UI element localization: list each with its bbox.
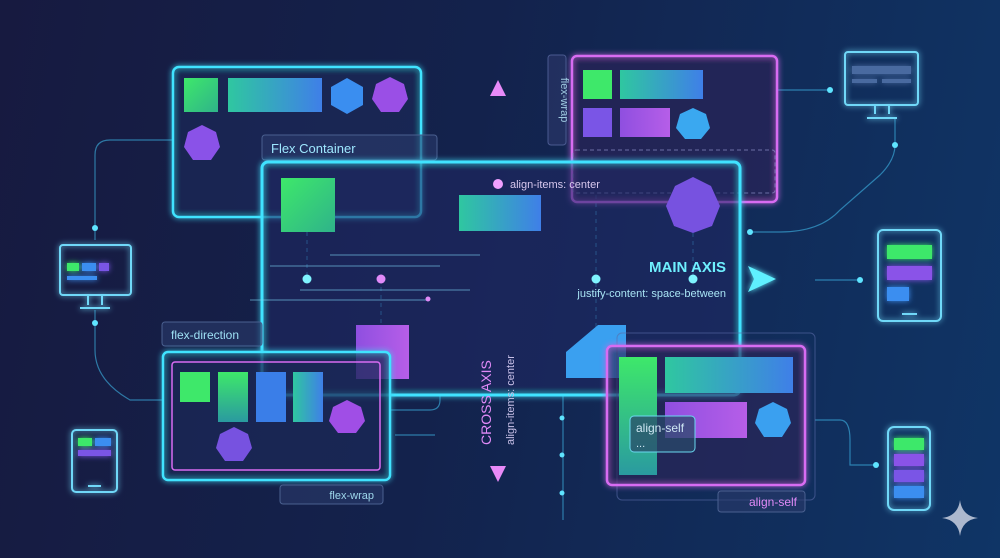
- flex-item-bar: [459, 195, 541, 231]
- align-items-label: align-items: center: [510, 179, 600, 191]
- tablet-icon: [877, 229, 942, 322]
- align-self-container: align-self ... align-self: [605, 332, 816, 513]
- flex-item-square: [184, 78, 218, 112]
- flex-item-heptagon: [184, 125, 220, 160]
- align-self-label: align-self: [749, 495, 798, 509]
- phone-icon: [887, 426, 931, 511]
- cross-axis-arrow-down-icon: [490, 466, 506, 482]
- flex-item-heptagon: [372, 77, 408, 112]
- flex-item-heptagon: [666, 177, 720, 233]
- align-self-tooltip-title: align-self: [636, 421, 685, 435]
- cross-axis-label: CROSS AXIS: [478, 360, 494, 445]
- main-axis-label: MAIN AXIS: [649, 259, 726, 276]
- flex-wrap-top-label: flex-wrap: [558, 78, 570, 123]
- sparkle-icon: [942, 500, 978, 536]
- flex-item-hexagon: [331, 78, 363, 114]
- flex-direction-label: flex-direction: [171, 328, 239, 342]
- circuit-nodes: [92, 87, 898, 496]
- cross-axis: align-items: center CROSS AXIS align-ite…: [478, 80, 600, 482]
- flex-wrap-bottom-label: flex-wrap: [329, 490, 374, 502]
- align-items-cross-label: align-items: center: [505, 355, 517, 445]
- tablet-icon: [71, 429, 118, 493]
- align-self-tooltip-more: ...: [636, 438, 645, 450]
- cross-axis-arrow-up-icon: [490, 80, 506, 96]
- desktop-monitor-icon: [844, 51, 919, 119]
- main-axis: MAIN AXIS justify-content: space-between: [210, 254, 776, 302]
- flex-item-bar: [228, 78, 322, 112]
- main-axis-arrow-icon: [748, 266, 776, 292]
- flex-item-square: [281, 178, 335, 232]
- flex-container-label: Flex Container: [271, 141, 356, 156]
- flex-direction-container: flex-direction flex-wrap: [161, 321, 392, 505]
- justify-content-label: justify-content: space-between: [576, 288, 726, 300]
- desktop-monitor-icon: [59, 244, 132, 309]
